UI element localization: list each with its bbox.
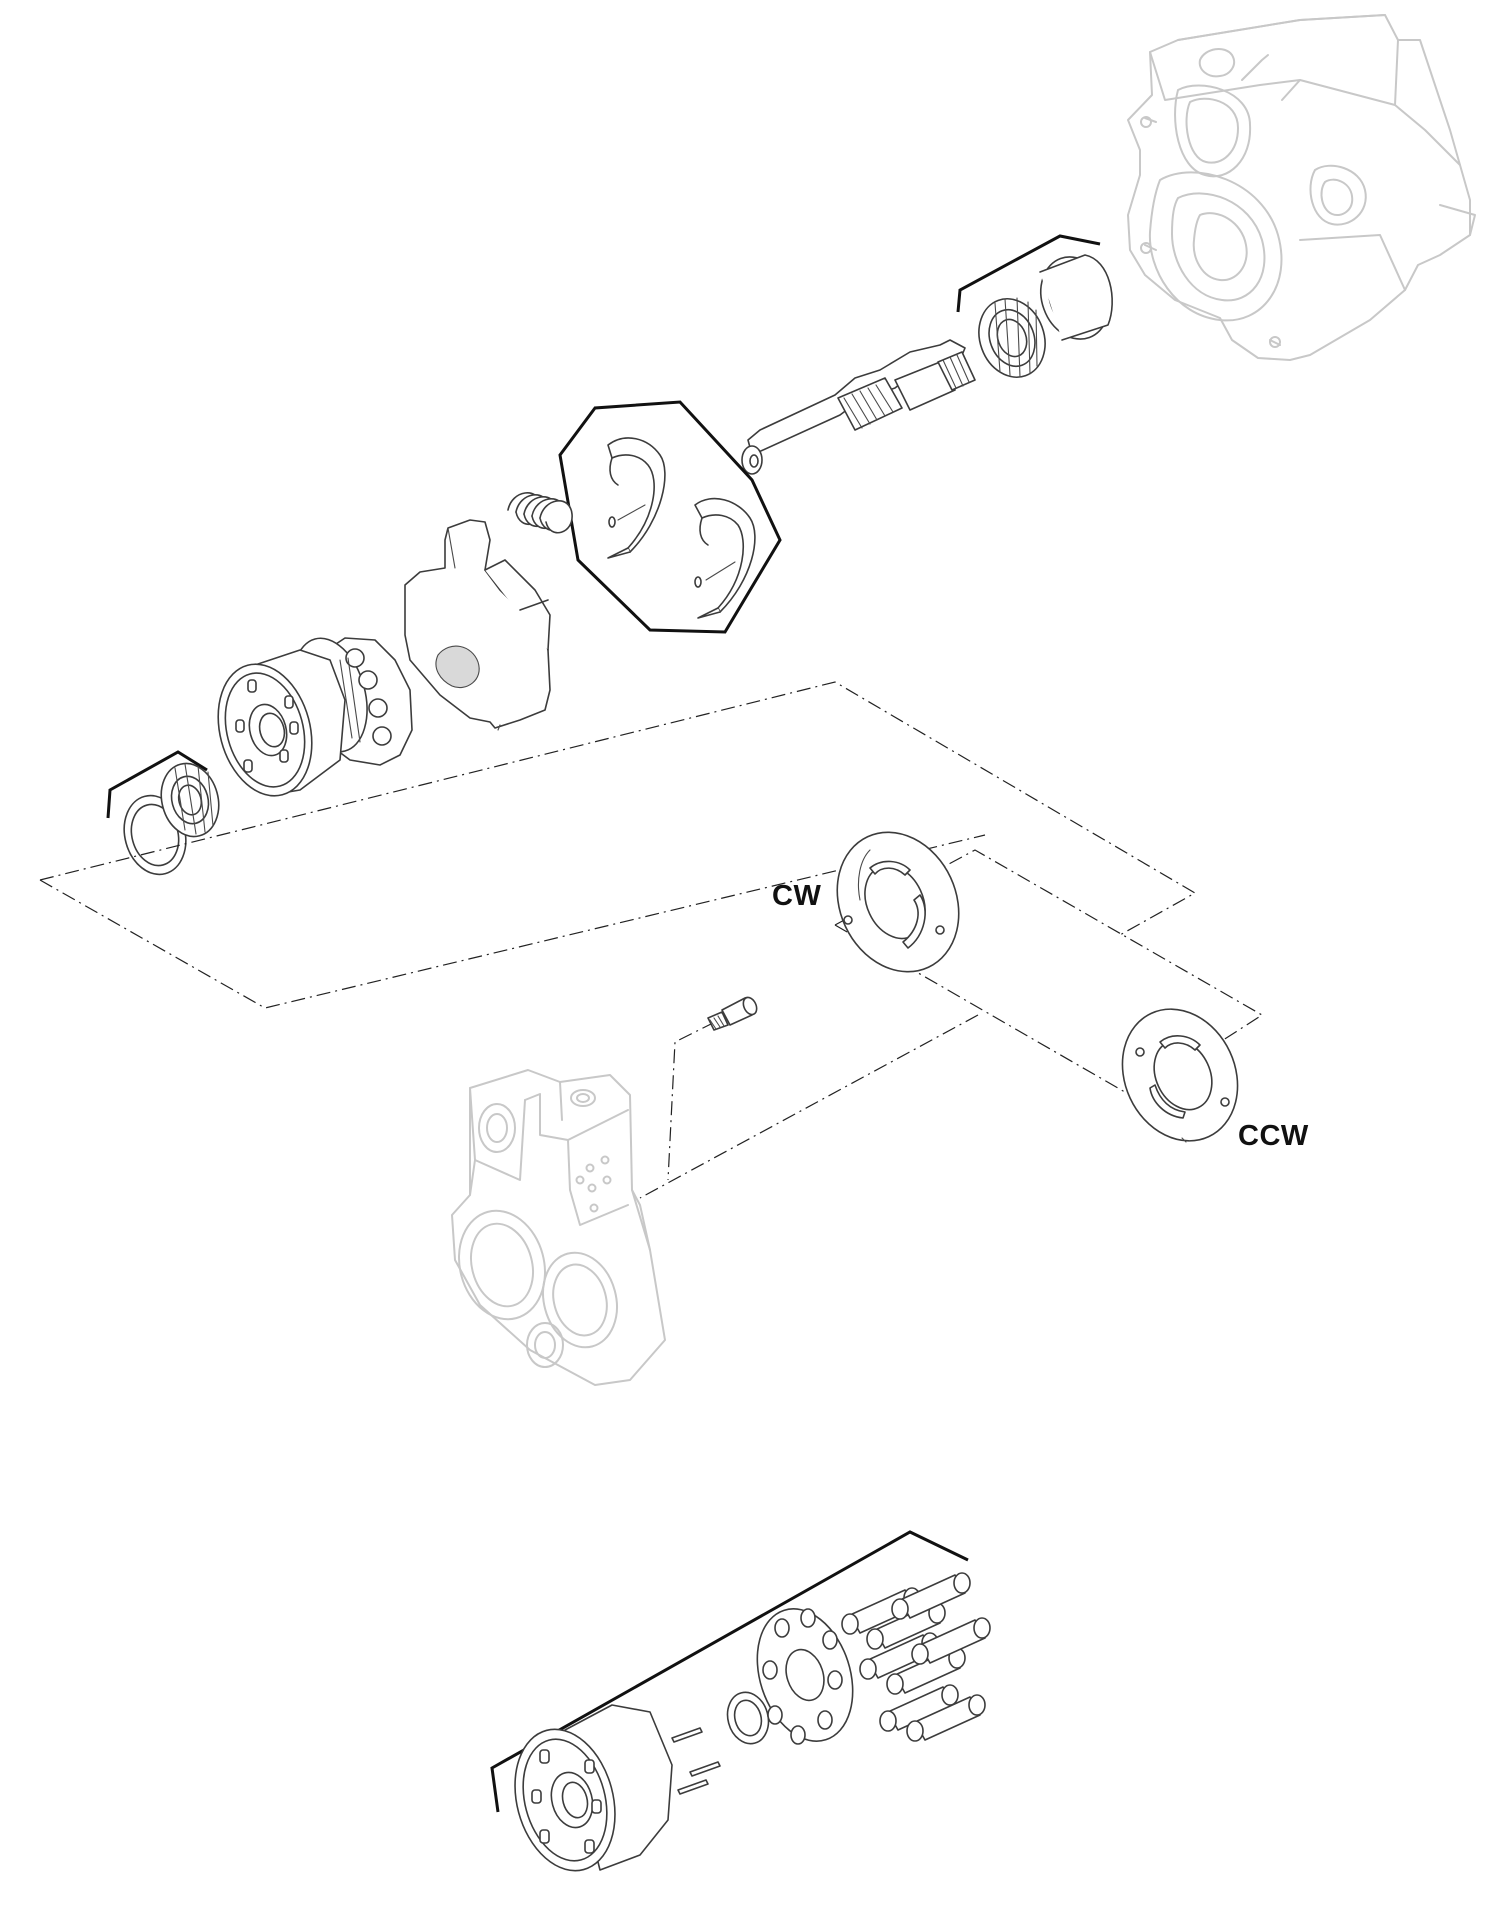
cw-label: CW bbox=[772, 880, 822, 912]
pistons bbox=[841, 1572, 991, 1742]
port-block bbox=[451, 1069, 666, 1386]
spring bbox=[507, 492, 573, 534]
valve-plate-cw bbox=[836, 831, 960, 973]
shaft-bearing-set bbox=[956, 234, 1113, 378]
rotating-group-kit bbox=[490, 1530, 991, 1872]
front-bearing-set bbox=[106, 750, 220, 876]
swashplate-bearings bbox=[558, 400, 782, 634]
ccw-label: CCW bbox=[1238, 1120, 1309, 1152]
pump-housing bbox=[1127, 14, 1476, 361]
orifice-fittings bbox=[707, 996, 758, 1031]
rotating-group bbox=[217, 637, 413, 797]
drive-shaft bbox=[741, 339, 976, 475]
swashplate bbox=[404, 519, 551, 731]
alignment-lines bbox=[39, 681, 1264, 1199]
valve-plate-ccw bbox=[1121, 1008, 1239, 1143]
